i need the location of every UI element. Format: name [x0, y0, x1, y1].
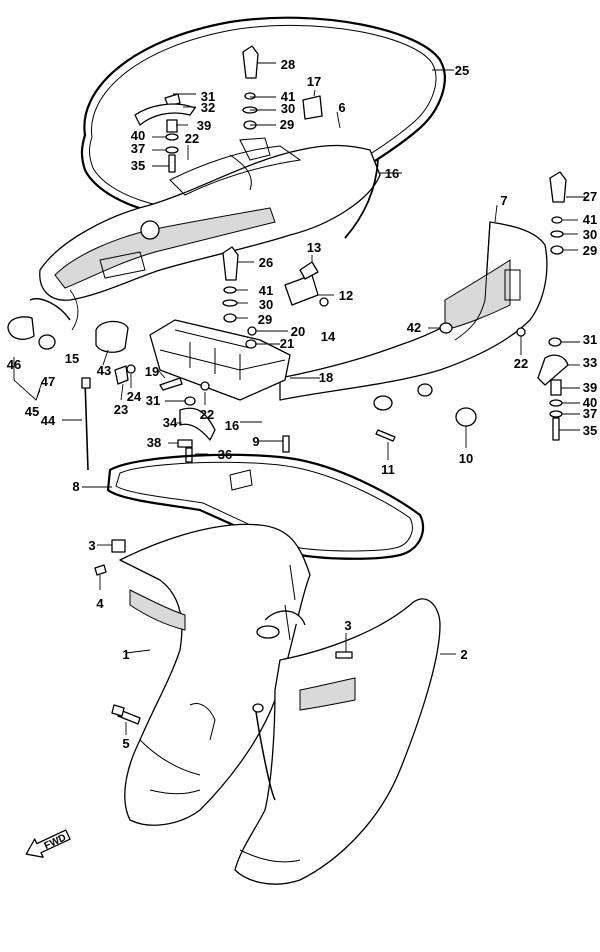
callout-label: 1: [122, 647, 129, 662]
callout-label: 4: [96, 596, 104, 611]
callout-label: 32: [201, 100, 215, 115]
callout-label: 3: [344, 618, 351, 633]
lower-seal: [106, 453, 425, 560]
callout-label: 31: [583, 332, 597, 347]
callout-label: 22: [185, 131, 199, 146]
leader-lines: [13, 62, 585, 735]
callout-label: 35: [583, 423, 597, 438]
callout-label: 7: [500, 193, 507, 208]
arrow-forward-icon: [25, 829, 71, 858]
callout-label: 19: [145, 364, 159, 379]
callout-label: 3: [88, 538, 95, 553]
callout-label: 12: [339, 288, 353, 303]
callout-label: 16: [385, 166, 399, 181]
callout-label: 37: [131, 141, 145, 156]
callout-label: 33: [583, 355, 597, 370]
callout-label: 8: [72, 479, 79, 494]
callout-label: 9: [252, 434, 259, 449]
callout-label: 11: [381, 462, 395, 477]
callout-label: 10: [459, 451, 473, 466]
callout-label: 31: [146, 393, 160, 408]
callout-label: 43: [97, 363, 111, 378]
callout-label: 29: [258, 312, 272, 327]
callout-label: 22: [200, 407, 214, 422]
grommet: [455, 407, 477, 427]
callout-label: 6: [338, 100, 345, 115]
side-cover-right: [234, 598, 441, 885]
callout-label: 25: [455, 63, 469, 78]
callout-label: 30: [281, 101, 295, 116]
callout-label: 5: [122, 736, 129, 751]
fwd-arrow: FWD: [25, 829, 71, 858]
direction-label: FWD: [43, 832, 68, 852]
callout-label: 40: [583, 395, 597, 410]
callout-label: 24: [127, 389, 142, 404]
callout-label: 26: [259, 255, 273, 270]
callout-label: 45: [25, 404, 39, 419]
callout-label: 39: [197, 118, 211, 133]
callout-label: 44: [41, 413, 56, 428]
callout-label: 30: [583, 227, 597, 242]
callout-label: 28: [281, 57, 295, 72]
callout-label: 36: [218, 447, 232, 462]
callout-label: 41: [259, 283, 273, 298]
callout-label: 41: [583, 212, 597, 227]
callout-label: 2: [460, 647, 467, 662]
callout-label: 30: [259, 297, 273, 312]
callout-label: 46: [7, 357, 21, 372]
callout-label: 22: [514, 356, 528, 371]
top-cowl-seal: [80, 16, 446, 220]
callout-label: 47: [41, 374, 55, 389]
callout-label: 21: [280, 336, 294, 351]
callout-label: 37: [583, 406, 597, 421]
callout-label: 18: [319, 370, 333, 385]
callout-label: 41: [281, 89, 295, 104]
callout-label: 40: [131, 128, 145, 143]
callout-label: 17: [307, 74, 321, 89]
side-cover-left: [119, 523, 311, 826]
callout-label: 39: [583, 380, 597, 395]
callout-label: 34: [163, 415, 178, 430]
callout-label: 27: [583, 189, 597, 204]
callout-label: 15: [65, 351, 79, 366]
bracket-support: [149, 319, 291, 401]
callout-label: 13: [307, 240, 321, 255]
callout-label: 31: [201, 89, 215, 104]
callout-label: 35: [131, 158, 145, 173]
callout-label: 29: [280, 117, 294, 132]
callout-label: 29: [583, 243, 597, 258]
callout-label: 14: [321, 329, 336, 344]
callout-label: 20: [291, 324, 305, 339]
callout-label: 16: [225, 418, 239, 433]
callout-label: 38: [147, 435, 161, 450]
callout-label: 23: [114, 402, 128, 417]
callout-label: 42: [407, 320, 421, 335]
